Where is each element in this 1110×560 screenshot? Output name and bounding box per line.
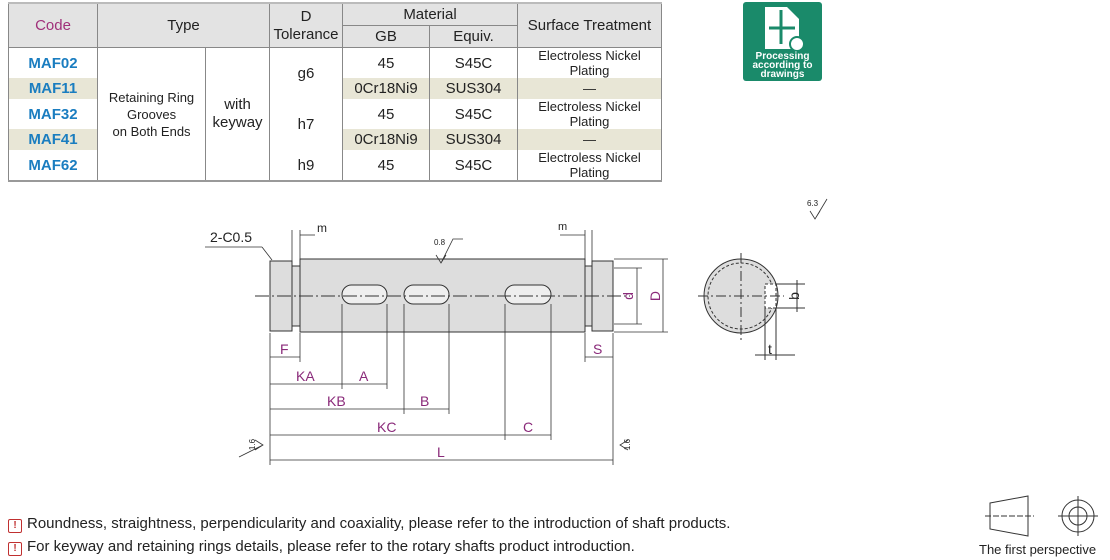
type-1: Retaining Ring [108, 89, 195, 105]
table-row: MAF62 h9 45 S45C Electroless Nickel Plat… [8, 150, 662, 181]
dim-KB: KB [327, 393, 346, 409]
gb-cell: 0Cr18Ni9 [342, 78, 430, 99]
keyway-1: with [224, 96, 251, 113]
note-text: For keyway and retaining rings details, … [27, 538, 635, 555]
type-3: on Both Ends [112, 123, 191, 139]
roughness-top: 0.8 [434, 238, 446, 247]
code-cell[interactable]: MAF32 [8, 99, 98, 129]
header-tol-2: Tolerance [273, 25, 339, 43]
dim-C: C [523, 419, 534, 435]
table-row: MAF32 h7 45 S45C Electroless Nickel Plat… [8, 99, 662, 150]
dim-D: D [647, 290, 664, 302]
dim-d: d [619, 292, 636, 300]
header-material: Material [342, 3, 518, 26]
note-2: ! For keyway and retaining rings details,… [8, 538, 635, 556]
dim-A: A [359, 368, 369, 384]
dimension-lines [205, 198, 828, 465]
drawing-document-icon [765, 7, 805, 52]
info-icon: ! [8, 519, 22, 533]
roughness-corner: 6.3 [807, 199, 819, 208]
header-code: Code [8, 3, 98, 48]
gb-cell: 45 [342, 47, 430, 78]
badge-text-3: drawings [760, 69, 805, 80]
dim-F: F [280, 341, 289, 357]
table-row: MAF11 0Cr18Ni9 SUS304 — [8, 78, 662, 99]
code-cell[interactable]: MAF41 [8, 129, 98, 150]
header-gb: GB [342, 25, 430, 48]
dim-S: S [593, 341, 603, 357]
code-cell[interactable]: MAF11 [8, 78, 98, 99]
chamfer-label: 2-C0.5 [210, 229, 253, 245]
equiv-cell: SUS304 [429, 129, 518, 150]
projection-label: The first perspective [979, 542, 1097, 557]
type-2: Grooves [126, 106, 177, 122]
surface-cell: Electroless Nickel Plating [517, 99, 662, 129]
dim-KC: KC [377, 419, 397, 435]
equiv-cell: SUS304 [429, 78, 518, 99]
surface-cell: Electroless Nickel Plating [517, 47, 662, 78]
dim-KA: KA [296, 368, 315, 384]
end-view [698, 253, 805, 360]
header-equiv: Equiv. [429, 25, 518, 48]
shaft-body [255, 258, 630, 333]
equiv-cell: S45C [429, 47, 518, 78]
dim-b: b [785, 292, 802, 300]
surface-cell: — [517, 129, 662, 150]
equiv-cell: S45C [429, 99, 518, 129]
dim-B: B [420, 393, 430, 409]
code-cell[interactable]: MAF02 [8, 47, 98, 78]
note-1: ! Roundness, straightness, perpendiculari… [8, 515, 730, 533]
badge-text-2: according to [752, 60, 813, 71]
code-cell[interactable]: MAF62 [8, 150, 98, 181]
header-surface: Surface Treatment [517, 3, 662, 48]
m-right-label: m [558, 221, 568, 233]
m-left-label: m [317, 221, 327, 235]
tol-cell: h9 [269, 150, 343, 181]
surface-cell: Electroless Nickel Plating [517, 150, 662, 181]
badge-text-1: Processing [755, 51, 810, 62]
roughness-right: 1.6 [623, 438, 633, 451]
dim-L: L [437, 444, 445, 460]
gb-cell: 0Cr18Ni9 [342, 129, 430, 150]
table-row: MAF41 0Cr18Ni9 SUS304 — [8, 129, 662, 150]
header-tol-1: D [300, 7, 312, 25]
surface-cell: — [517, 78, 662, 99]
tol-cell: h7 [269, 99, 343, 150]
tol-cell: g6 [269, 47, 343, 99]
dim-t: t [768, 341, 772, 357]
keyway-2: keyway [212, 114, 263, 131]
note-text: Roundness, straightness, perpendicularit… [27, 515, 731, 532]
gb-cell: 45 [342, 99, 430, 129]
first-angle-projection-icon [985, 495, 1098, 537]
info-icon: ! [8, 542, 22, 556]
processing-badge: Processing according to drawings [743, 2, 822, 81]
roughness-left: 1.6 [248, 438, 258, 451]
